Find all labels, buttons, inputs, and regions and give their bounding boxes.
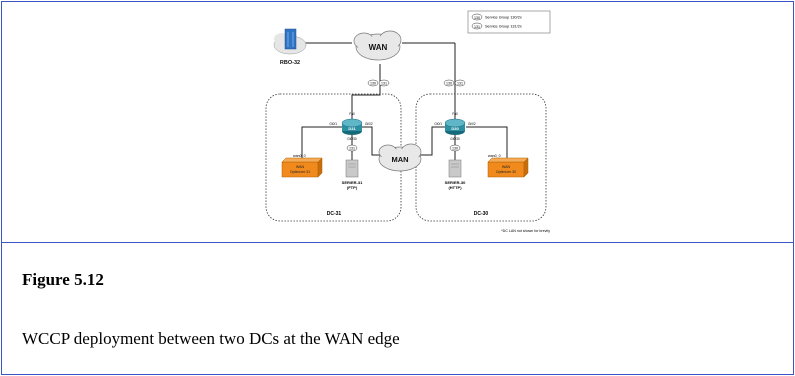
dc30-port-gi01: Gi0/1 xyxy=(434,122,442,126)
figure-label: Figure 5.12 xyxy=(22,270,104,289)
dc31-router-label: D31 xyxy=(348,126,356,131)
link-lines xyxy=(301,42,508,160)
dc30-optimizer-name: Optimizer 30 xyxy=(496,170,516,174)
server-icon xyxy=(345,159,359,178)
legend: 130 Service Group 130/2x 131 Service Gro… xyxy=(467,10,551,34)
dc31-router: D31 Fa0 Gi0/1 Gi0/2 Gi0/30 xyxy=(329,112,372,141)
dc31-tag-131: 131 xyxy=(381,82,387,86)
dc30-optimizer-label: WAN xyxy=(502,165,511,169)
dc30-server-protocol: (HTTP) xyxy=(448,185,462,190)
rbo-label: RBO-32 xyxy=(280,60,300,66)
dc31-optimizer-name: Optimizer 31 xyxy=(290,170,310,174)
legend-text-130: Service Group 130/2x xyxy=(485,16,522,20)
legend-text-131: Service Group 131/2x xyxy=(485,25,522,29)
dc31-server: SER/ER-31 (FTP) xyxy=(342,159,363,190)
dc30-server: SER/ER-30 (HTTP) xyxy=(445,159,466,190)
dc31-server-label: SER/ER-31 xyxy=(342,180,363,185)
link-wan-dc31 xyxy=(351,64,381,121)
dc30-boundary xyxy=(415,93,547,222)
dc31-server-protocol: (FTP) xyxy=(347,185,358,190)
dc31-port-gi02: Gi0/2 xyxy=(365,122,373,126)
wan-cloud: WAN xyxy=(353,30,402,61)
link-dc30-optimizer xyxy=(466,126,508,159)
building-icon xyxy=(284,28,297,50)
link-dc31-optimizer xyxy=(301,126,343,159)
dc30-server-tag: 130 xyxy=(452,147,458,151)
rbo-site: RBO-32 xyxy=(273,28,307,66)
wan-label: WAN xyxy=(369,43,388,52)
diagram-cell: WAN MAN RBO-32 xyxy=(2,2,793,243)
dc31-port-gi01: Gi0/1 xyxy=(329,122,337,126)
figure-caption: WCCP deployment between two DCs at the W… xyxy=(22,329,400,348)
dc30-uplink-tags: 130 131 xyxy=(443,79,466,87)
dc30-server-label: SER/ER-30 xyxy=(445,180,466,185)
dc30-tag-131: 131 xyxy=(457,82,463,86)
dc31-tag-130: 130 xyxy=(370,82,376,86)
dc31-uplink-tags: 130 131 xyxy=(367,79,390,87)
dc31-server-tag: 131 xyxy=(349,147,355,151)
link-man-dc30 xyxy=(419,126,445,156)
legend-tag-130: 130 xyxy=(474,16,480,20)
dc30-optimizer-port: wan0_0 xyxy=(488,154,501,158)
network-diagram: WAN MAN RBO-32 xyxy=(265,10,551,233)
caption-cell: Figure 5.12 WCCP deployment between two … xyxy=(2,243,793,374)
dc30-port-fa0: Fa0 xyxy=(452,112,458,116)
dc30-port-gi02: Gi0/2 xyxy=(468,122,476,126)
dc31-port-gi030: Gi0/30 xyxy=(347,137,357,141)
dc31-port-fa0: Fa0 xyxy=(349,112,355,116)
man-label: MAN xyxy=(391,155,408,164)
dc30-port-gi030: Gi0/30 xyxy=(450,137,460,141)
dc30-router: D30 Fa0 Gi0/1 Gi0/2 Gi0/30 xyxy=(434,112,475,141)
dc30-label: DC-30 xyxy=(474,211,489,217)
dc31-optimizer-port: wan0_0 xyxy=(293,154,306,158)
dc31-optimizer-label: WAN xyxy=(296,165,305,169)
legend-tag-131: 131 xyxy=(474,25,480,29)
dc31-wan-optimizer: wan0_0 WAN Optimizer 31 xyxy=(281,154,323,178)
link-dc31-man xyxy=(361,126,382,156)
server-icon xyxy=(448,159,462,178)
man-cloud: MAN xyxy=(378,143,422,172)
diagram-footnote: *DC LAN not shown for brevity xyxy=(501,229,550,233)
dc30-wan-optimizer: wan0_0 WAN Optimizer 30 xyxy=(487,154,529,178)
dc30-tag-130: 130 xyxy=(446,82,452,86)
dc30-router-label: D30 xyxy=(451,126,459,131)
dc31-label: DC-31 xyxy=(327,211,342,217)
